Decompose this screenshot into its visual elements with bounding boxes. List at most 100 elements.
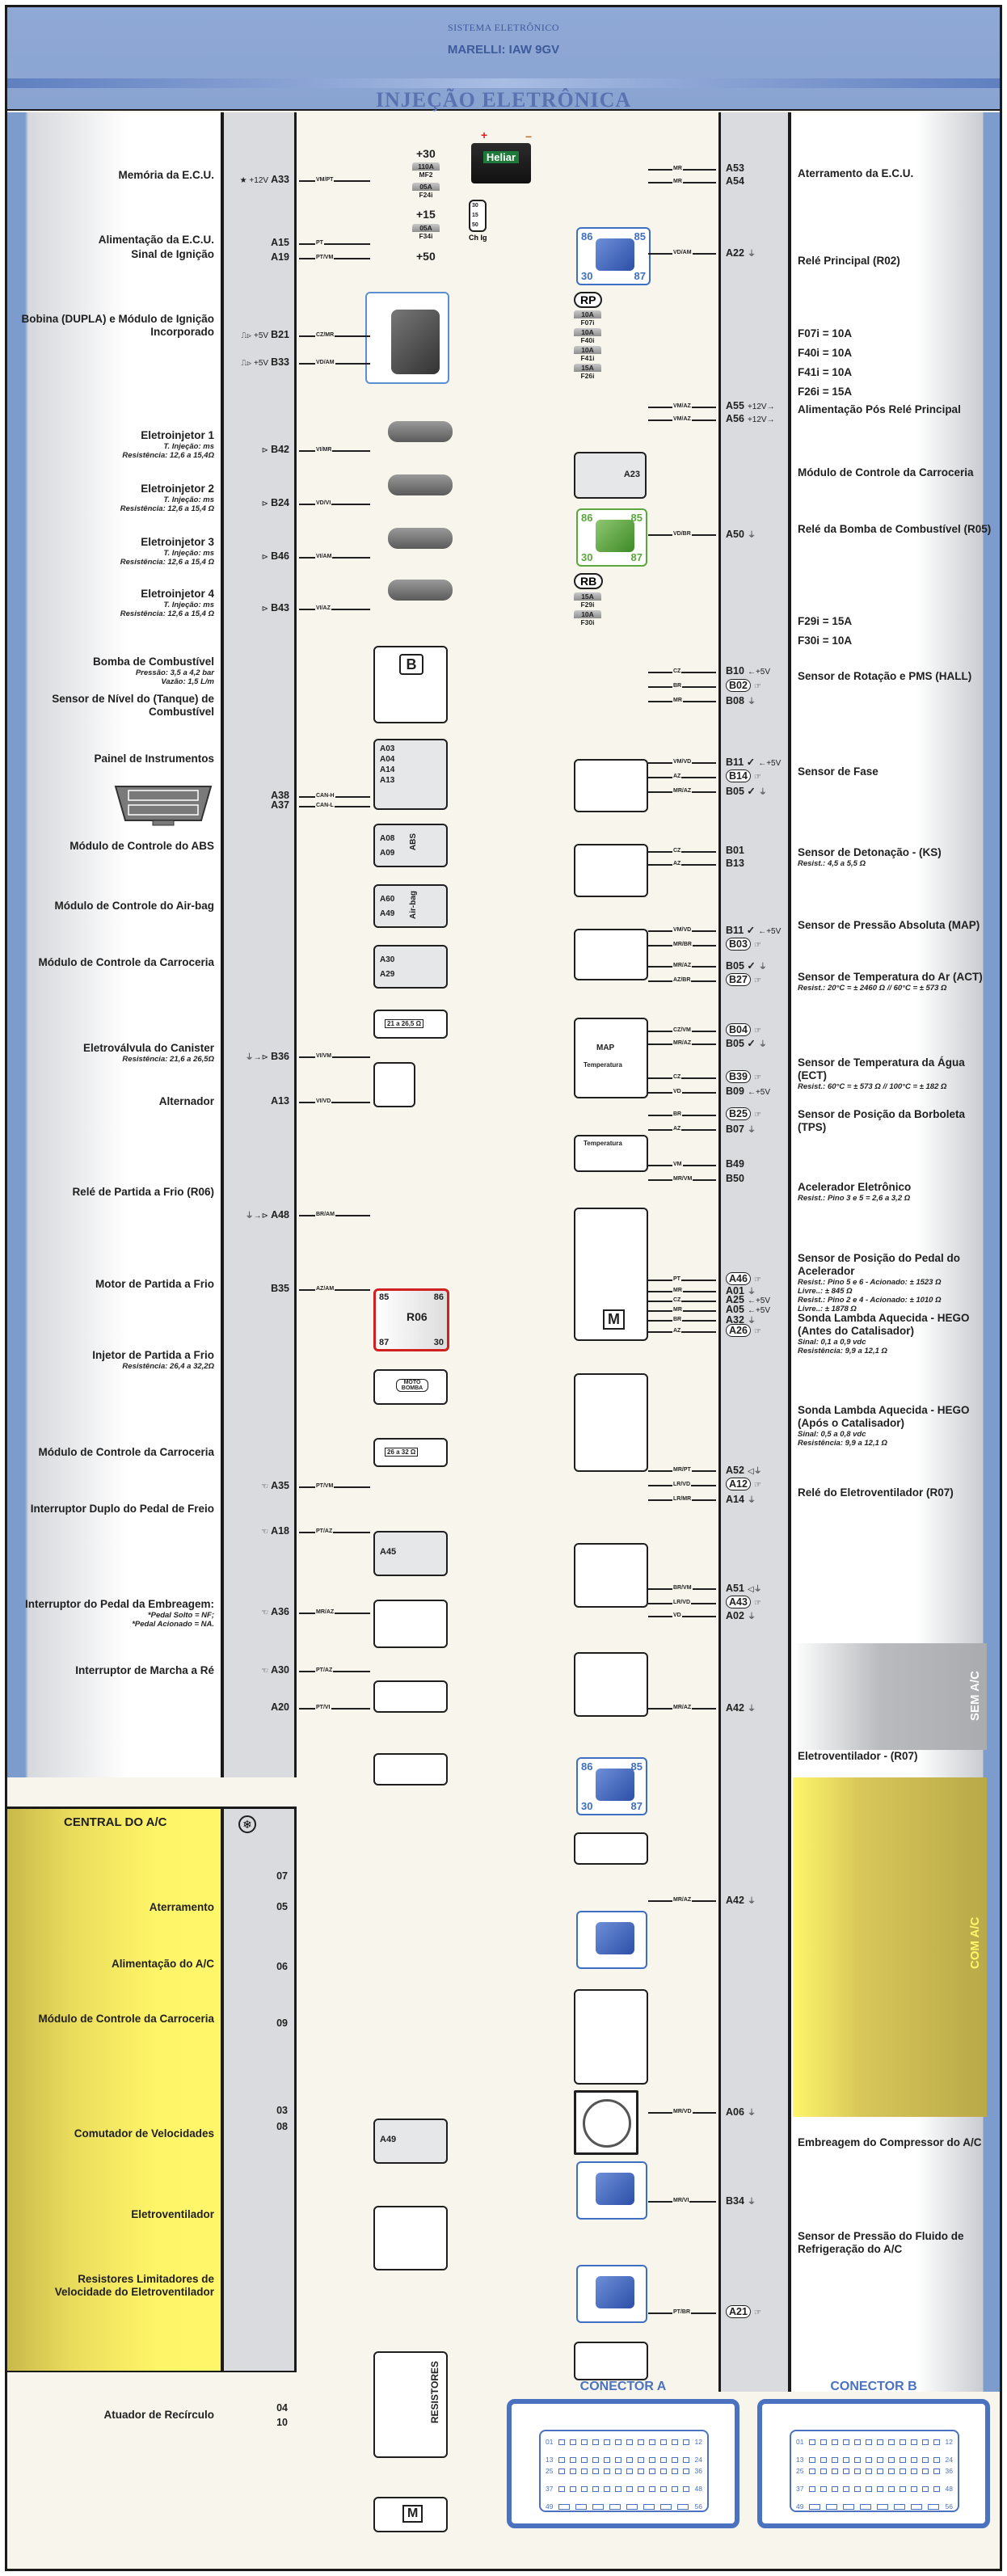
wiring-diagram: Heliar + − +30 +15 +50 30 15 50 Ch Ig 11… <box>299 112 716 2532</box>
relay-pin-86: 86 <box>433 1292 444 1302</box>
fan-1st-speed-relay <box>576 1911 647 1969</box>
component-label: Sensor de Pressão do Fluido de Refrigera… <box>798 2230 992 2256</box>
wire-color-label: MR/VI <box>672 2198 690 2203</box>
pin-socket <box>826 2503 838 2510</box>
wire-color-label: MR/AZ <box>672 1897 693 1903</box>
pin-signal-icon: ⏚ <box>758 963 767 972</box>
pin-signal-icon: ⏚ <box>747 1705 756 1714</box>
wire-color-label: VD <box>672 1613 682 1618</box>
pin-signal-icon: ☞ <box>753 1599 761 1608</box>
pin-socket <box>911 2503 923 2510</box>
rail-50: +50 <box>416 250 436 263</box>
wire-color-label: PT/VM <box>315 1483 335 1489</box>
connector-pin-b11: B11 ✓←+5V <box>726 924 783 936</box>
wire <box>648 1077 716 1079</box>
wire-color-label: LR/VD <box>672 1482 691 1487</box>
component-spec: Vazão: 1,5 L/m <box>161 677 214 686</box>
pin-signal-icon: ⏚ <box>747 1317 756 1326</box>
brake-pedal-switch <box>373 1600 448 1648</box>
pin-signal-icon: ☞ <box>753 1111 761 1119</box>
ac-component-label: Alimentação do A/C <box>19 1958 221 1971</box>
connector-pin-a05: A05←+5V <box>726 1304 773 1315</box>
pin-socket <box>820 2485 827 2492</box>
connector-pin-a37: A37 <box>268 799 289 811</box>
wire-color-label: CAN-H <box>315 793 335 799</box>
connector-pin-a13: A13 <box>268 1095 289 1107</box>
wire-color-label: LR/MR <box>672 1496 693 1502</box>
panel-pin: A13 <box>380 776 395 785</box>
component-label: Memória da E.C.U. <box>19 169 221 182</box>
wire <box>299 450 370 452</box>
pin-socket <box>808 2456 815 2463</box>
component-label: F26i = 15A <box>798 386 992 398</box>
pin-code: A05 <box>726 1304 744 1315</box>
component-label: Sensor de Temperatura da Água (ECT)Resis… <box>798 1056 992 1091</box>
component-title: Motor de Partida a Frio <box>95 1278 214 1290</box>
component-label: Interruptor de Marcha a Ré <box>19 1664 221 1677</box>
pin-signal-icon: ⏚ <box>747 698 756 706</box>
wire-color-label: MR/AZ <box>672 963 693 968</box>
component-label: Interruptor Duplo do Pedal de Freio <box>19 1503 221 1516</box>
pin-socket <box>592 2439 599 2445</box>
pin-socket <box>860 2503 872 2510</box>
alternator <box>373 1062 415 1107</box>
pin-code: B39 <box>726 1070 751 1083</box>
component-title: Sensor de Temperatura do Ar (ACT) <box>798 971 983 983</box>
pin-socket <box>831 2439 838 2445</box>
pin-socket <box>672 2439 679 2445</box>
component-title: Eletroinjetor 1 <box>141 429 214 441</box>
connector-pin-a42: A42⏚ <box>726 1701 758 1714</box>
pin-signal-icon: ◁⏚ <box>747 1467 762 1476</box>
fuse-amp: 05A <box>412 224 440 232</box>
pin-socket <box>865 2468 872 2474</box>
compressor-clutch <box>574 2342 648 2380</box>
relay-body <box>596 2173 634 2205</box>
connector-pin-b07: B07⏚ <box>726 1123 758 1135</box>
wire-color-label: MR/BR <box>672 942 693 947</box>
pin-socket <box>614 2485 621 2492</box>
wire <box>299 243 370 245</box>
component-title: Alimentação Pós Relé Principal <box>798 403 961 415</box>
connector-pin-a02: A02⏚ <box>726 1609 758 1621</box>
pin-socket <box>683 2456 690 2463</box>
component-title: Módulo de Controle da Carroceria <box>38 1446 214 1458</box>
pin-socket <box>626 2485 634 2492</box>
component-title: Interruptor do Pedal da Embreagem: <box>24 1598 214 1610</box>
pin-signal-icon: +12V→ <box>747 403 775 411</box>
component-spec: Resistência: 12,6 a 15,4 Ω <box>120 504 214 513</box>
component-spec: T. Injeção: ms <box>163 601 214 609</box>
relay-pin-86: 86 <box>581 230 593 242</box>
component-title: Eletroválvula do Canister <box>82 1042 214 1054</box>
pin-signal-icon: ☞ <box>753 976 761 985</box>
pin-socket <box>922 2485 929 2492</box>
cold-start-relay-r06: 85 86 87 30 R06 <box>373 1288 449 1351</box>
canister-valve: 21 a 26,5 Ω <box>373 1010 448 1039</box>
pin-signal-icon: ☞ <box>753 1481 761 1490</box>
connector-pin-b42: ⊳B42 <box>262 444 289 455</box>
wire <box>648 1129 716 1131</box>
pin-socket <box>649 2456 656 2463</box>
pin-socket <box>672 2456 679 2463</box>
ignition-switch: 30 15 50 <box>469 200 487 232</box>
left-labels-column: Memória da E.C.U.Alimentação da E.C.U.Si… <box>7 112 224 1777</box>
wire <box>648 864 716 866</box>
pin-socket <box>638 2485 645 2492</box>
pin-signal-icon: ⏚ <box>747 1126 756 1135</box>
pin-signal-icon: ☞ <box>753 1027 761 1035</box>
pin-code: B27 <box>726 973 751 986</box>
component-spec: T. Injeção: ms <box>163 549 214 558</box>
pin-socket <box>614 2456 621 2463</box>
connector-pin-b50: B50 <box>726 1173 750 1184</box>
pin-signal-icon: ⎍⊳ +5V <box>241 359 269 368</box>
connector-pin-a01: A01⏚ <box>726 1284 758 1296</box>
module-pin: A23 <box>623 470 640 479</box>
header-subtitle: SISTEMA ELETRÔNICO <box>448 22 559 33</box>
pin-signal-icon: ⏚ <box>747 531 756 540</box>
component-spec: Resistência: 12,6 a 15,4 Ω <box>120 609 214 618</box>
pin-number-end: 56 <box>694 2502 702 2511</box>
